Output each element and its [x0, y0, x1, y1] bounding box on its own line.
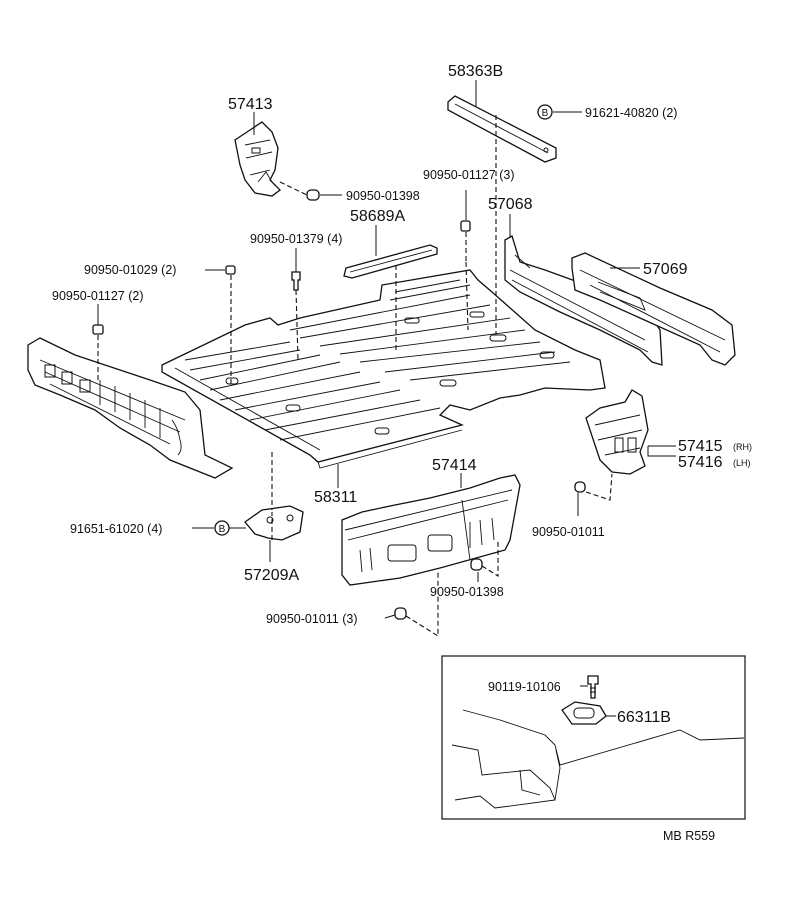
bolt-marker-text-91621: B	[542, 108, 549, 119]
label-58689A: 58689A	[350, 208, 405, 225]
label-57416-suffix: (LH)	[733, 458, 751, 468]
label-90950-01379: 90950-01379 (4)	[250, 232, 342, 246]
bolt-marker-91621	[537, 104, 553, 120]
label-57415-suffix: (RH)	[733, 442, 752, 452]
plug-01029	[225, 265, 236, 275]
grommet-01398-bottom	[470, 558, 483, 571]
plug-01011-right	[574, 481, 586, 493]
label-91621-40820: 91621-40820 (2)	[585, 106, 677, 120]
label-58311: 58311	[314, 489, 357, 506]
callout-labels: 58363B B 91621-40820 (2) 57413 90950-013…	[52, 63, 752, 843]
clip-01127-left	[92, 324, 104, 335]
bolt-90119	[587, 675, 599, 699]
label-90950-01029: 90950-01029 (2)	[84, 263, 176, 277]
label-90950-01011-right: 90950-01011	[532, 525, 605, 539]
bracket-57413	[234, 121, 281, 197]
plug-01011-bottom	[394, 607, 407, 620]
clip-01127-top	[460, 220, 471, 232]
label-91651-61020: 91651-61020 (4)	[70, 522, 162, 536]
bar-58363B	[447, 95, 557, 163]
label-66311B: 66311B	[617, 709, 671, 726]
rail-57068	[504, 235, 663, 366]
bracket-57415-57416	[585, 389, 649, 475]
label-90950-01398-top: 90950-01398	[346, 189, 420, 203]
bolt-marker-text-91651: B	[219, 524, 226, 535]
label-57069: 57069	[643, 261, 688, 278]
label-57209A: 57209A	[244, 567, 299, 584]
dashed-lines	[97, 115, 613, 637]
label-58363B: 58363B	[448, 63, 503, 80]
inset-detail	[441, 655, 746, 820]
left-side-member	[27, 337, 234, 479]
label-57068: 57068	[488, 196, 533, 213]
label-90950-01127-2: 90950-01127 (2)	[52, 289, 144, 303]
reference-code: MB R559	[663, 829, 715, 843]
label-90950-01127-3: 90950-01127 (3)	[423, 168, 515, 182]
bracket-57209A	[244, 505, 304, 541]
leader-lines	[97, 80, 676, 717]
label-57415: 57415	[678, 438, 723, 455]
cross-member-57414	[341, 474, 521, 586]
label-57414: 57414	[432, 457, 477, 474]
label-57413: 57413	[228, 96, 273, 113]
label-90950-01011-3: 90950-01011 (3)	[266, 612, 358, 626]
fasteners	[92, 104, 586, 620]
label-90950-01398-bottom: 90950-01398	[430, 585, 504, 599]
inset-frame	[441, 655, 746, 820]
grommet-01398-top	[306, 189, 320, 201]
bar-58689A	[343, 244, 438, 279]
clip-01379	[291, 271, 301, 291]
rail-57069	[571, 252, 736, 366]
label-90119-10106: 90119-10106	[488, 680, 561, 694]
tie-down-66311B	[561, 701, 607, 725]
floor-pan-58311	[161, 269, 606, 469]
label-57416: 57416	[678, 454, 723, 471]
